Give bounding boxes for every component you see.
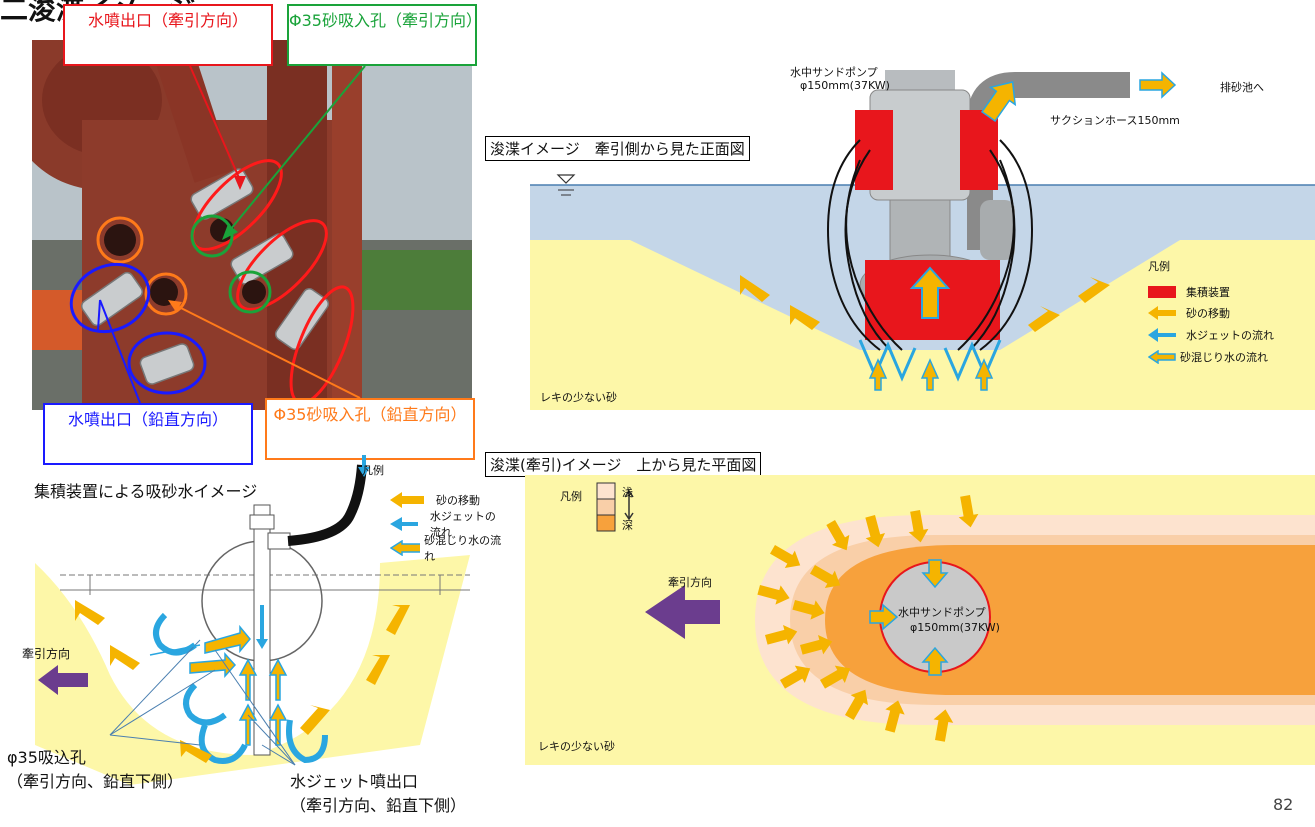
suction-legend: 凡例 砂の移動 水ジェットの流れ 砂混じり水の流れ [362,462,502,563]
front-legend-item: 砂の移動 [1186,307,1230,320]
suction-legend-item: 砂混じり水の流れ [424,534,502,563]
suction-jet-label: 水ジェット噴出口 （牽引方向、鉛直下側） [290,772,467,815]
jet-arrow-icon [390,517,418,531]
front-legend-title: 凡例 [1148,260,1170,273]
page-number: 82 [1273,795,1294,814]
suction-caption: 集積装置による吸砂水イメージ [34,482,258,501]
callout-pointers [97,65,366,404]
jet-arrow-icon [1148,328,1176,342]
plan-legend-title: 凡例 [560,490,582,503]
callout-sand-inlet-vertical: Φ35砂吸入孔（鉛直方向） [265,398,475,460]
front-legend-item: 集積装置 [1186,286,1230,299]
callout-jet-outlet-vertical: 水噴出口（鉛直方向） [43,403,253,465]
front-pump-name: 水中サンドポンプ [790,66,878,79]
sand-water-arrow-icon [1148,350,1176,364]
front-legend: 凡例 集積装置 砂の移動 水ジェットの流れ 砂混じり水の流れ [1148,258,1313,368]
front-pump-spec: φ150mm(37KW) [800,79,890,92]
front-view-caption: 浚渫イメージ 牽引側から見た正面図 [485,136,750,161]
suction-legend-item: 砂の移動 [436,494,480,507]
suction-legend-item: 水ジェットの流れ [429,510,496,539]
sand-water-arrow-icon [390,540,421,556]
plan-pump-spec: φ150mm(37KW) [910,621,1000,634]
suction-legend-title: 凡例 [362,464,384,477]
plan-depth-deep: 深 [622,519,633,532]
front-view-diagram [530,70,1315,410]
front-soil-label: レキの少ない砂 [540,391,617,404]
callout-jet-outlet-tow: 水噴出口（牽引方向） [63,4,273,66]
front-legend-item: 砂混じり水の流れ [1180,351,1268,364]
plan-view-caption: 浚渫(牽引)イメージ 上から見た平面図 [485,452,762,477]
plan-depth-shallow: 浅 [622,486,633,499]
photo-collector-device [32,40,472,410]
plan-pump-name: 水中サンドポンプ [898,606,986,619]
callout-sand-inlet-tow: Φ35砂吸入孔（牽引方向） [287,4,482,66]
sand-arrow-icon [390,492,424,508]
plan-soil-label: レキの少ない砂 [538,740,615,753]
suction-diagram [35,455,470,785]
plan-tow-label: 牽引方向 [668,576,712,589]
suction-tow-label: 牽引方向 [22,647,71,661]
front-legend-item: 水ジェットの流れ [1186,329,1274,342]
plan-view-diagram [525,475,1315,765]
collector-swatch [1148,286,1176,298]
sand-arrow-icon [1148,306,1176,320]
front-hose-label: サクションホース150mm [1050,114,1180,127]
front-outlet-label: 排砂池へ [1220,81,1264,94]
suction-inlet-label: φ35吸込孔 （牽引方向、鉛直下側） [7,748,184,791]
